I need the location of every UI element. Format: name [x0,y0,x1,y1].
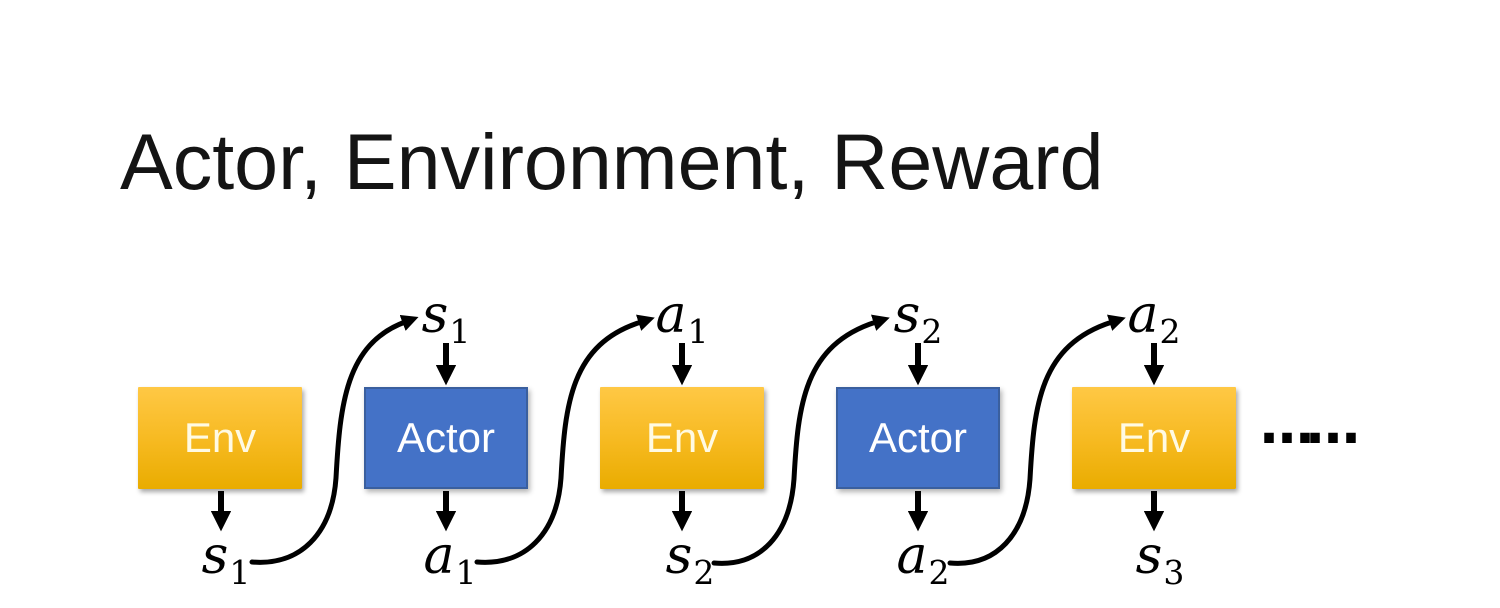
bottom-label-s1-base: s [201,526,229,586]
bottom-label-a1-base: a [423,526,455,586]
actor-box-1: Actor [364,387,528,489]
bottom-label-s2: s2 [642,530,738,589]
top-label-a2-sub: 2 [1159,312,1181,351]
bottom-label-a1: a1 [402,530,498,589]
continuation-ellipsis: …… [1260,393,1360,456]
bottom-label-s1: s1 [178,530,274,589]
top-label-a1-sub: 1 [687,312,709,351]
top-label-s2-sub: 2 [921,312,943,351]
top-label-a2-base: a [1127,285,1159,345]
top-label-a1-base: a [655,285,687,345]
bottom-label-s2-base: s [665,526,693,586]
top-label-s1-base: s [421,285,449,345]
top-label-a1: a1 [634,289,730,348]
curve-s2-to-actor2-input [711,314,890,566]
top-label-s2-base: s [893,285,921,345]
env-box-2: Env [600,387,764,489]
bottom-label-s2-sub: 2 [693,553,715,592]
actor-box-1-label: Actor [396,414,496,461]
top-label-s1-sub: 1 [449,312,471,351]
bottom-label-a1-sub: 1 [455,553,477,592]
curve-a1-to-env2-input [474,314,655,565]
actor-box-2: Actor [836,387,1000,489]
curve-a2-to-env3-input [947,314,1126,566]
bottom-label-s1-sub: 1 [229,553,251,592]
top-label-s1: s1 [398,289,494,348]
bottom-label-a2-sub: 2 [928,553,950,592]
top-label-s2: s2 [870,289,966,348]
page-title: Actor, Environment, Reward [120,117,1104,206]
bottom-label-a2: a2 [875,530,971,589]
top-label-a2: a2 [1106,289,1202,348]
env-box-2-label: Env [645,414,719,461]
bottom-label-s3-base: s [1135,526,1163,586]
bottom-label-s3-sub: 3 [1163,553,1185,592]
env-box-1-label: Env [183,414,257,461]
curve-s1-to-actor1-input [249,314,419,565]
bottom-label-a2-base: a [896,526,928,586]
env-box-3: Env [1072,387,1236,489]
bottom-label-s3: s3 [1112,530,1208,589]
env-box-1: Env [138,387,302,489]
env-box-3-label: Env [1117,414,1191,461]
actor-box-2-label: Actor [868,414,968,461]
